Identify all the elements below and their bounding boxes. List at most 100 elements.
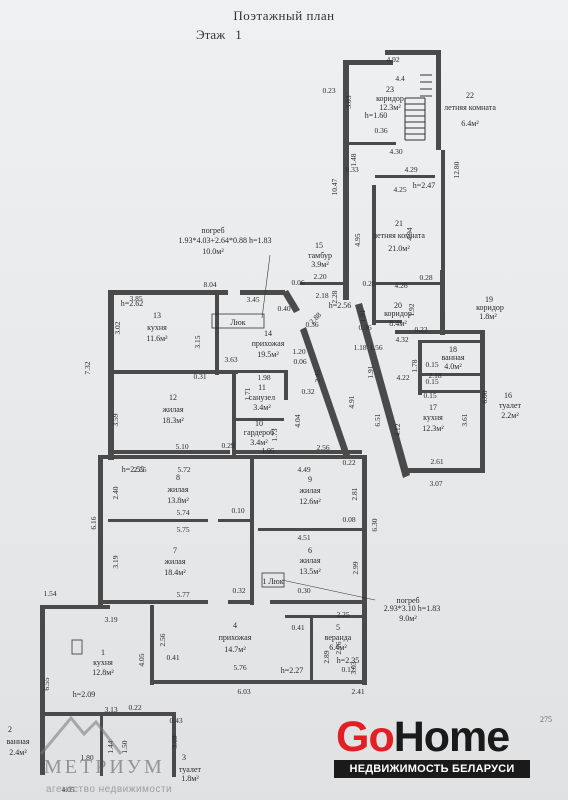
room-8-num: 8: [176, 473, 180, 482]
room-labels: 1 кухня 12.8м² 2 ванная 2.4м² 3 туалет 1…: [6, 85, 521, 783]
wall: [285, 615, 362, 618]
cellar-2-name: погреб: [396, 596, 419, 605]
dimension-label: 3.19: [111, 555, 120, 568]
dimension-label: 0.15: [425, 377, 438, 386]
dimension-label: 6.16: [89, 516, 98, 529]
dimension-label: 2.18: [428, 371, 441, 380]
cellar-2-area: 9.0м²: [399, 614, 417, 623]
wall: [228, 600, 253, 604]
wall: [108, 290, 228, 295]
room-1-num: 1: [101, 648, 105, 657]
dimension-label: 5.77: [176, 590, 189, 599]
dimension-label: 1.73: [270, 428, 279, 441]
wall: [403, 468, 483, 473]
dimension-label: 2.18: [315, 291, 328, 300]
height-label: h=2.56: [329, 301, 352, 310]
wall: [108, 290, 114, 460]
wall: [343, 60, 349, 300]
room-5-num: 5: [336, 623, 340, 632]
dimension-label: 1.91: [358, 309, 367, 322]
room-21-name: летняя комната: [373, 231, 425, 240]
plan-title: Поэтажный план: [233, 8, 335, 23]
dimension-label: 3.69: [170, 735, 179, 748]
wall: [232, 450, 362, 454]
dimension-label: 0.41: [166, 653, 179, 662]
dimension-label: 4.29: [404, 165, 417, 174]
dimension-label: 7.32: [83, 361, 92, 374]
wall: [270, 600, 366, 604]
room-7-num: 7: [173, 546, 177, 555]
room-16-num: 16: [504, 391, 512, 400]
dimension-label: 4.26: [394, 281, 407, 290]
dimension-label: 0.15: [425, 360, 438, 369]
dimension-label: 2.56: [316, 443, 329, 452]
cellar-2-formula: 2.93*3.10 h=1.83: [384, 604, 441, 613]
dimension-label: 0.23: [322, 86, 335, 95]
metrium-logo-icon: [39, 715, 123, 755]
room-15-name: тамбур: [308, 251, 332, 260]
room-4-area: 14.7м²: [224, 645, 246, 654]
dimension-label: 2.99: [351, 561, 360, 574]
room-15-area: 3.9м²: [311, 260, 329, 269]
wall: [343, 60, 393, 65]
room-19-area: 1.8м²: [479, 312, 497, 321]
wall: [284, 370, 288, 400]
dimension-label: 2.61: [430, 457, 443, 466]
dimension-label: 4.32: [395, 335, 408, 344]
wall: [215, 295, 219, 375]
dimension-label: 4.94: [405, 227, 414, 240]
room-2-area: 2.4м²: [9, 748, 27, 757]
wall: [232, 370, 287, 373]
dimension-label: 3.03: [349, 661, 358, 674]
wall: [372, 320, 402, 323]
dimension-label: 1.48: [349, 153, 358, 166]
dimension-label: 5.74: [176, 508, 189, 517]
wall: [108, 370, 238, 374]
wall: [420, 373, 482, 376]
room-4-name: прихожая: [219, 633, 252, 642]
dimension-label: 4.51: [297, 533, 310, 542]
wall: [420, 390, 482, 393]
dimension-label: 6.55: [42, 677, 51, 690]
metrium-name: МЕТРИУМ: [44, 756, 165, 778]
wall: [372, 185, 376, 325]
room-11-area: 3.4м²: [253, 403, 271, 412]
wall: [375, 175, 435, 178]
dimension-label: 4.04: [293, 414, 302, 427]
wall: [440, 270, 445, 335]
room-16-area: 2.2м²: [501, 411, 519, 420]
wall: [258, 528, 362, 531]
dimension-label: 4.92: [386, 55, 399, 64]
cellar-1-area: 10.0м²: [202, 247, 224, 256]
dimension-label: 2.40: [111, 486, 120, 499]
dimension-label: 0.06: [291, 278, 304, 287]
dimension-label: 6.00: [480, 390, 489, 403]
dimension-label: 2.25: [336, 610, 349, 619]
dimension-label: 5.75: [176, 525, 189, 534]
hatch-box-2: [261, 572, 285, 588]
room-13-num: 13: [153, 311, 161, 320]
floor-word: Этаж: [196, 27, 226, 42]
height-label: h=2.09: [73, 690, 96, 699]
dimension-label: 1.20: [292, 347, 305, 356]
room-9-name: жилая: [298, 486, 320, 495]
dimension-label: 3.19: [104, 615, 117, 624]
room-14-name: прихожая: [252, 339, 285, 348]
wall: [418, 340, 422, 395]
room-1-name: кухня: [93, 658, 113, 667]
room-8-area: 13.8м²: [167, 496, 189, 505]
wall: [300, 282, 345, 285]
dimension-label: 3.02: [113, 321, 122, 334]
room-20-name: коридор: [384, 309, 412, 318]
wall: [232, 370, 236, 455]
walls: [40, 50, 485, 777]
wall: [436, 50, 441, 150]
dimension-label: 0.10: [231, 506, 244, 515]
dimension-label: 1.44: [106, 740, 115, 753]
room-7-area: 18.4м²: [164, 568, 186, 577]
room-9-area: 12.6м²: [299, 497, 321, 506]
dimension-label: 0.22: [342, 458, 355, 467]
gohome-wordmark: GoHome: [336, 714, 510, 760]
dimension-label: 0.06: [293, 357, 306, 366]
